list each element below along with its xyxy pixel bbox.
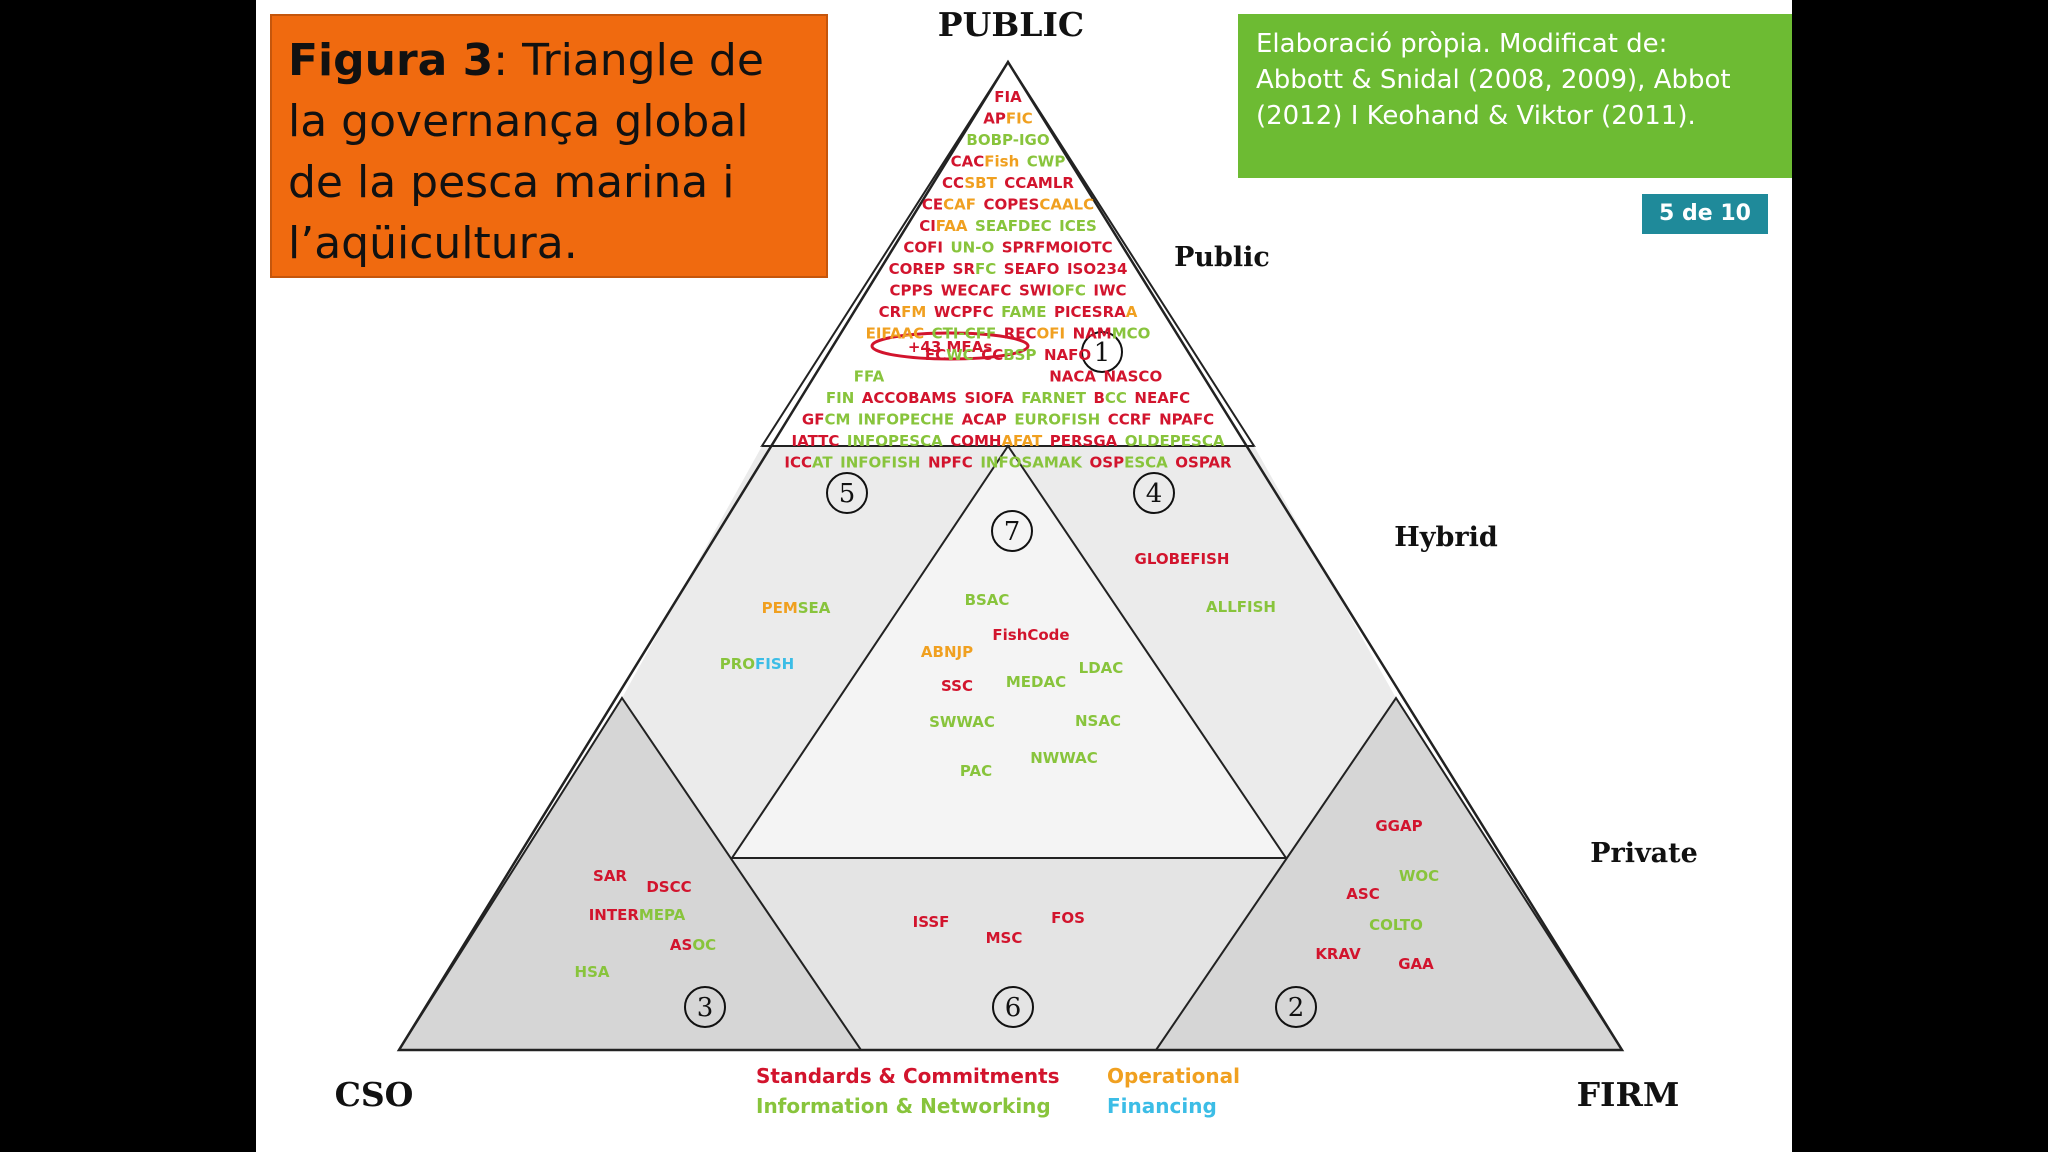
region-number-text: 1 xyxy=(1094,338,1111,368)
hybrid-band-left xyxy=(622,446,1008,858)
region-number-circle xyxy=(1081,331,1123,373)
region-number-text: 7 xyxy=(1004,517,1021,547)
organization-labels: FIA APFIC BOBP-IGO CACFish CWP CCSBT CCAMLR C… xyxy=(575,88,1440,981)
level-label-public: Public xyxy=(1174,242,1270,273)
public-row-14: FFA NACA NASCO xyxy=(854,368,1162,386)
outer-triangle-outline xyxy=(396,59,1625,1052)
public-row-7: CIFAA SEAFDEC ICES xyxy=(919,217,1097,235)
region-number-2: 2 xyxy=(1275,986,1317,1028)
public-row-10: CPPS WECAFC SWIOFC IWC xyxy=(889,282,1126,300)
org-label: PEMSEA xyxy=(762,599,831,617)
org-label: INTERMEPA xyxy=(589,906,686,924)
triangle-shapes xyxy=(396,59,1625,1052)
org-label: ASOC xyxy=(670,936,716,954)
org-label: ASC xyxy=(1346,885,1379,903)
public-row-17: IATTC INFOPESCA COMHAFAT PERSGA OLDEPESC… xyxy=(792,432,1225,450)
org-label: NSAC xyxy=(1075,712,1121,730)
org-label: SWWAC xyxy=(929,713,995,731)
public-row-3: BOBP-IGO xyxy=(966,131,1049,149)
legend-operational: Operational xyxy=(1107,1064,1240,1088)
region-number-7: 7 xyxy=(991,510,1033,552)
corner-label-public: PUBLIC xyxy=(938,5,1084,44)
org-label: DSCC xyxy=(646,878,691,896)
region-number-text: 3 xyxy=(697,993,714,1023)
public-row-8: COFI UN-O SPRFMOIOTC xyxy=(903,239,1112,257)
org-label: WOC xyxy=(1399,867,1439,885)
region-number-3: 3 xyxy=(684,986,726,1028)
org-label: ISSF xyxy=(913,913,950,931)
corner-label-firm: FIRM xyxy=(1577,1075,1680,1114)
legend-financing: Financing xyxy=(1107,1094,1217,1118)
public-row-16: GFCM INFOPECHE ACAP EUROFISH CCRF NPAFC xyxy=(802,411,1214,429)
public-row-12: EIFAAC CTI-CFF RECOFI NAMMCO xyxy=(866,325,1151,343)
region-number-text: 5 xyxy=(839,479,856,509)
public-row-11: CRFM WCPFC FAME PICESRAA xyxy=(879,303,1138,321)
source-note-box: Elaboració pròpia. Modificat de: Abbott … xyxy=(1238,14,1792,178)
legend-standards-commitments: Standards & Commitments xyxy=(756,1064,1060,1088)
region-number-circle xyxy=(991,510,1033,552)
org-label: FOS xyxy=(1051,909,1085,927)
org-label: GGAP xyxy=(1375,817,1422,835)
region-number-6: 6 xyxy=(992,986,1034,1028)
level-label-hybrid: Hybrid xyxy=(1394,522,1498,553)
region-number-text: 2 xyxy=(1288,993,1305,1023)
governance-triangle-diagram: PUBLIC CSO FIRM Public Hybrid Private +4… xyxy=(335,5,1698,1118)
org-label: BSAC xyxy=(965,591,1010,609)
region-number-circle xyxy=(826,472,868,514)
hybrid-band-right xyxy=(1008,446,1396,858)
region-number-circle xyxy=(684,986,726,1028)
region-number-circle xyxy=(992,986,1034,1028)
org-label: ABNJP xyxy=(921,643,973,661)
region-number-text: 4 xyxy=(1146,479,1163,509)
region-number-4: 4 xyxy=(1133,472,1175,514)
org-label: SSC xyxy=(941,677,973,695)
public-row-9: COREP SRFC SEAFO ISO234 xyxy=(889,260,1128,278)
org-label: COLTO xyxy=(1369,916,1423,934)
org-label: PAC xyxy=(960,762,992,780)
org-label: FishCode xyxy=(992,626,1069,644)
org-label: GLOBEFISH xyxy=(1135,550,1230,568)
figure-title-label: Figura 3 xyxy=(288,35,494,86)
public-row-18: ICCAT INFOFISH NPFC INFOSAMAK OSPESCA OS… xyxy=(784,454,1232,472)
org-label: GAA xyxy=(1398,955,1434,973)
page-indicator-badge: 5 de 10 xyxy=(1642,194,1768,234)
org-label: NWWAC xyxy=(1030,749,1098,767)
org-label: HSA xyxy=(575,963,610,981)
legend-information-networking: Information & Networking xyxy=(756,1094,1051,1118)
region-number-1: 1 xyxy=(1081,331,1123,373)
meas-highlight-ellipse xyxy=(870,331,1030,361)
org-label: MEDAC xyxy=(1006,673,1066,691)
corner-label-cso: CSO xyxy=(335,1075,414,1114)
public-row-15: FIN ACCOBAMS SIOFA FARNET BCC NEAFC xyxy=(826,389,1190,407)
public-row-6: CECAF COPESCAALC xyxy=(922,196,1094,214)
slide: PUBLIC CSO FIRM Public Hybrid Private +4… xyxy=(256,0,1792,1152)
region-number-text: 6 xyxy=(1005,993,1022,1023)
meas-highlight-label: +43 MEAs xyxy=(908,338,992,356)
org-label: LDAC xyxy=(1079,659,1124,677)
region-number-circle xyxy=(1275,986,1317,1028)
region-number-5: 5 xyxy=(826,472,868,514)
public-row-13: FCWC CCBSP NAFO xyxy=(925,346,1091,364)
figure-title-text: : Triangle de la governança global de la… xyxy=(288,35,764,269)
public-row-4: CACFish CWP xyxy=(951,153,1066,171)
region-number-circle xyxy=(1133,472,1175,514)
level-label-private: Private xyxy=(1590,838,1698,869)
public-row-5: CCSBT CCAMLR xyxy=(942,174,1074,192)
org-label: PROFISH xyxy=(720,655,794,673)
org-label: KRAV xyxy=(1315,945,1361,963)
public-row-1: FIA xyxy=(994,88,1022,106)
org-label: MSC xyxy=(986,929,1023,947)
org-label: SAR xyxy=(593,867,627,885)
figure-title-box: Figura 3: Triangle de la governança glob… xyxy=(270,14,828,278)
public-row-2: APFIC xyxy=(983,110,1032,128)
org-label: ALLFISH xyxy=(1206,598,1276,616)
region-6-bottom-band xyxy=(732,858,1286,1050)
